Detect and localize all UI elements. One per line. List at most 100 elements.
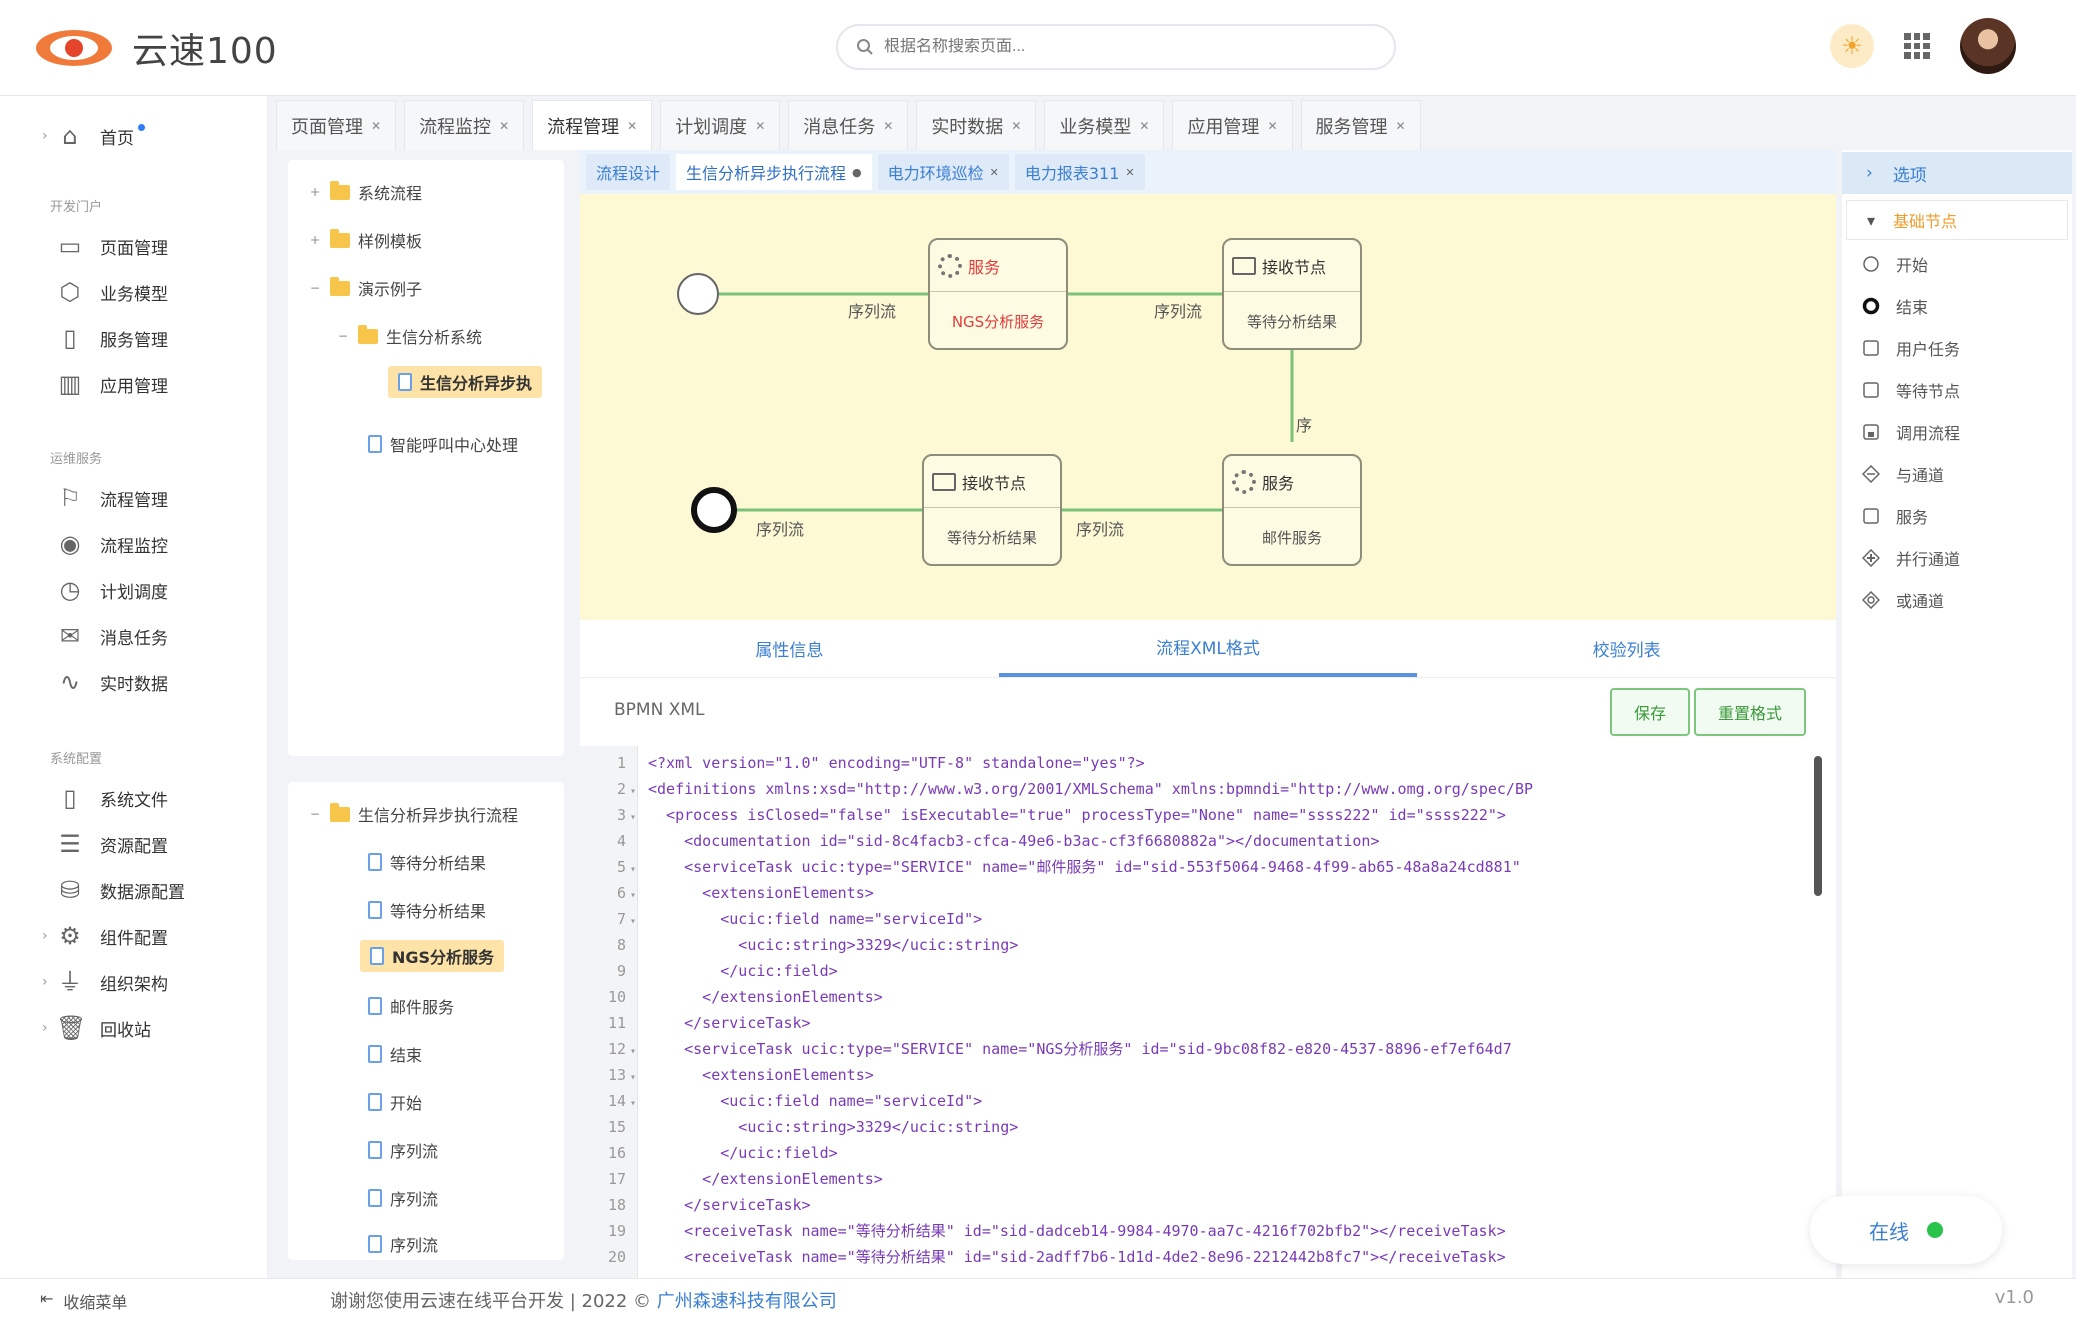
code-line[interactable]: 12▾ <serviceTask ucic:type="SERVICE" nam… [580,1036,1836,1062]
sidebar-item-service-mgmt[interactable]: ▯服务管理 [56,324,168,352]
logo[interactable]: 云速100 [34,22,278,74]
code-line[interactable]: 8 <ucic:string>3329</ucic:string> [580,932,1836,958]
close-icon[interactable]: ✕ [883,118,894,133]
close-icon[interactable]: ✕ [627,118,638,133]
tree-node[interactable]: 序列流 [368,1186,438,1210]
close-dot-icon[interactable]: ● [852,165,862,179]
tree-node[interactable]: −生信分析系统 [337,324,483,347]
search-box[interactable] [836,24,1396,70]
sidebar-item-biz-model[interactable]: ⬡业务模型 [56,278,168,306]
tree-node[interactable]: 序列流 [368,1232,438,1256]
tree-node[interactable]: 等待分析结果 [368,898,486,922]
palette-item-parallel-gateway[interactable]: 并行通道 [1862,546,1960,570]
sidebar-item-recycle[interactable]: ›🗑回收站 [42,1014,151,1042]
collapse-menu-button[interactable]: ⇤收缩菜单 [40,1289,128,1312]
service-task-mail[interactable]: 服务 邮件服务 [1222,454,1362,566]
tab-message-task[interactable]: 消息任务✕ [788,100,909,150]
sidebar-item-process-monitor[interactable]: ◉流程监控 [56,530,168,558]
tree-node[interactable]: 邮件服务 [368,994,454,1018]
code-line[interactable]: 20 <receiveTask name="等待分析结果" id="sid-2a… [580,1244,1836,1270]
close-icon[interactable]: ✕ [1267,118,1278,133]
receive-task-1[interactable]: 接收节点 等待分析结果 [1222,238,1362,350]
xml-code-editor[interactable]: 1<?xml version="1.0" encoding="UTF-8" st… [580,746,1836,1278]
collapse-minus-icon[interactable]: − [309,281,321,295]
code-line[interactable]: 7▾ <ucic:field name="serviceId"> [580,906,1836,932]
code-line[interactable]: 13▾ <extensionElements> [580,1062,1836,1088]
code-line[interactable]: 18 </serviceTask> [580,1192,1836,1218]
sidebar-item-schedule[interactable]: ◷计划调度 [56,576,168,604]
tree-node-selected[interactable]: NGS分析服务 [360,940,505,972]
code-line[interactable]: 14▾ <ucic:field name="serviceId"> [580,1088,1836,1114]
code-line[interactable]: 16 </ucic:field> [580,1140,1836,1166]
expand-plus-icon[interactable]: + [309,233,321,247]
tree-node[interactable]: 结束 [368,1042,422,1066]
tab-process-mgmt[interactable]: 流程管理✕ [532,100,653,150]
tab-schedule[interactable]: 计划调度✕ [660,100,781,150]
reset-format-button[interactable]: 重置格式 [1694,688,1807,736]
subtab-power-inspection[interactable]: 电力环境巡检✕ [877,154,1009,190]
service-task-ngs[interactable]: 服务 NGS分析服务 [928,238,1068,350]
close-icon[interactable]: ✕ [755,118,766,133]
close-icon[interactable]: ✕ [1395,118,1406,133]
close-icon[interactable]: ✕ [371,118,382,133]
tree-node[interactable]: 开始 [368,1090,422,1114]
subtab-process-design[interactable]: 流程设计 [586,154,671,190]
start-event[interactable] [677,273,719,315]
palette-item-service[interactable]: 服务 [1862,504,1928,528]
bpmn-canvas[interactable]: 序列流 序列流 序列流 序列流 序 服务 NGS分析服务 接收节点 等待分析结果… [580,194,1836,620]
fold-toggle-icon[interactable]: ▾ [630,1046,637,1057]
tree-node[interactable]: −生信分析异步执行流程 [309,802,519,825]
code-line[interactable]: 1<?xml version="1.0" encoding="UTF-8" st… [580,750,1836,776]
palette-item-call-process[interactable]: 调用流程 [1862,420,1960,444]
online-status-bubble[interactable]: 在线 [1810,1196,2002,1264]
user-avatar[interactable] [1960,18,2016,74]
close-icon[interactable]: ✕ [989,165,999,179]
code-line[interactable]: 6▾ <extensionElements> [580,880,1836,906]
code-line[interactable]: 2▾<definitions xmlns:xsd="http://www.w3.… [580,776,1836,802]
theme-sun-icon[interactable]: ☀ [1830,24,1874,68]
fold-toggle-icon[interactable]: ▾ [630,786,637,797]
close-icon[interactable]: ✕ [1139,118,1150,133]
fold-toggle-icon[interactable]: ▾ [630,890,637,901]
subtab-async-process[interactable]: 生信分析异步执行流程● [676,154,872,190]
code-line[interactable]: 15 <ucic:string>3329</ucic:string> [580,1114,1836,1140]
sidebar-item-datasource[interactable]: ⛁数据源配置 [56,876,185,904]
tab-service-mgmt[interactable]: 服务管理✕ [1300,100,1421,150]
palette-item-end[interactable]: 结束 [1862,294,1928,318]
tab-realtime[interactable]: 实时数据✕ [916,100,1037,150]
save-button[interactable]: 保存 [1610,688,1691,736]
fold-toggle-icon[interactable]: ▾ [630,864,637,875]
close-icon[interactable]: ✕ [1125,165,1135,179]
sidebar-item-home[interactable]: › ⌂ 首页 [42,122,145,150]
palette-item-wait-node[interactable]: 等待节点 [1862,378,1960,402]
sidebar-item-component[interactable]: ›⚙组件配置 [42,922,168,950]
fold-toggle-icon[interactable]: ▾ [630,812,637,823]
apps-grid-icon[interactable] [1904,33,1930,59]
tab-page-mgmt[interactable]: 页面管理✕ [276,100,397,150]
palette-item-start[interactable]: 开始 [1862,252,1928,276]
fold-toggle-icon[interactable]: ▾ [630,916,637,927]
tab-properties[interactable]: 属性信息 [755,641,824,661]
sidebar-item-realtime[interactable]: ∿实时数据 [56,668,168,696]
tree-node[interactable]: 智能呼叫中心处理 [368,432,518,456]
tab-process-monitor[interactable]: 流程监控✕ [404,100,525,150]
expand-plus-icon[interactable]: + [309,185,321,199]
tree-node[interactable]: +样例模板 [309,228,423,251]
palette-item-or-gateway[interactable]: 或通道 [1862,588,1944,612]
fold-toggle-icon[interactable]: ▾ [630,1098,637,1109]
code-line[interactable]: 19 <receiveTask name="等待分析结果" id="sid-da… [580,1218,1836,1244]
close-icon[interactable]: ✕ [499,118,510,133]
tab-validation[interactable]: 校验列表 [1592,641,1661,661]
sidebar-item-sys-files[interactable]: ▯系统文件 [56,784,168,812]
code-line[interactable]: 11 </serviceTask> [580,1010,1836,1036]
sidebar-item-app-mgmt[interactable]: ▥应用管理 [56,370,168,398]
sidebar-item-message-task[interactable]: ✉消息任务 [56,622,168,650]
tab-app-mgmt[interactable]: 应用管理✕ [1172,100,1293,150]
sidebar-item-page-mgmt[interactable]: ▭页面管理 [56,232,168,260]
receive-task-2[interactable]: 接收节点 等待分析结果 [922,454,1062,566]
collapse-minus-icon[interactable]: − [337,329,349,343]
fold-toggle-icon[interactable]: ▾ [630,1072,637,1083]
palette-item-user-task[interactable]: 用户任务 [1862,336,1960,360]
close-icon[interactable]: ✕ [1011,118,1022,133]
tree-node-selected[interactable]: 生信分析异步执 [388,366,543,398]
